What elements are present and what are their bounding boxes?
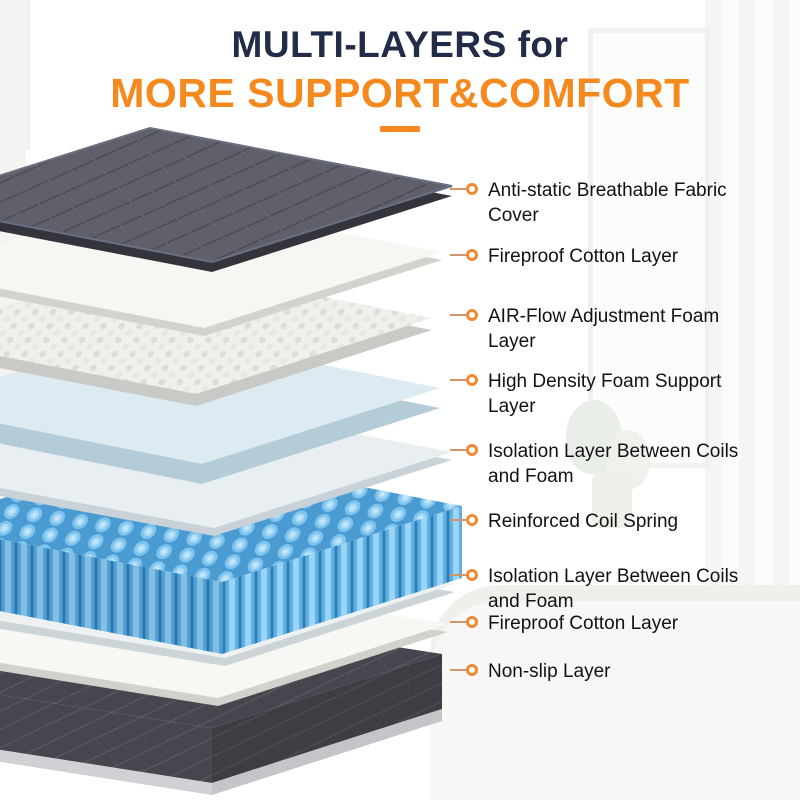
page-subtitle: MORE SUPPORT&COMFORT [110, 70, 690, 116]
callout-coil-spring: Reinforced Coil Spring [466, 509, 758, 534]
callout-fireproof-cotton-bottom: Fireproof Cotton Layer [466, 611, 758, 636]
background-window [588, 28, 710, 468]
background-curtain [705, 0, 800, 640]
background-wall [0, 0, 26, 440]
callout-high-density-foam: High Density Foam Support Layer [466, 369, 758, 419]
callout-label: High Density Foam Support Layer [488, 371, 722, 418]
callout-isolation-bottom: Isolation Layer Between Coils and Foam [466, 564, 758, 614]
callout-label: Reinforced Coil Spring [488, 511, 679, 532]
callout-bullet-icon [466, 569, 478, 581]
callout-label: Isolation Layer Between Coils and Foam [488, 566, 739, 613]
background-plant-pot [592, 472, 632, 528]
callout-label: Fireproof Cotton Layer [488, 246, 679, 267]
callout-fabric-cover: Anti-static Breathable Fabric Cover [466, 178, 758, 228]
callout-non-slip: Non-slip Layer [466, 659, 758, 684]
callout-isolation-top: Isolation Layer Between Coils and Foam [466, 439, 758, 489]
title-underline [380, 126, 420, 132]
callout-label: AIR-Flow Adjustment Foam Layer [488, 306, 720, 353]
background-bed-frame [430, 585, 800, 800]
callout-bullet-icon [466, 514, 478, 526]
callout-bullet-icon [466, 309, 478, 321]
callout-label: Non-slip Layer [488, 661, 611, 682]
callout-bullet-icon [466, 249, 478, 261]
callout-bullet-icon [466, 183, 478, 195]
callout-bullet-icon [466, 616, 478, 628]
page-title: MULTI-LAYERS for [231, 24, 569, 65]
callout-bullet-icon [466, 374, 478, 386]
callout-label: Anti-static Breathable Fabric Cover [488, 180, 727, 227]
callout-label: Fireproof Cotton Layer [488, 613, 679, 634]
callout-fireproof-cotton-top: Fireproof Cotton Layer [466, 244, 758, 269]
callout-bullet-icon [466, 664, 478, 676]
callout-label: Isolation Layer Between Coils and Foam [488, 441, 739, 488]
callout-air-flow-foam: AIR-Flow Adjustment Foam Layer [466, 304, 758, 354]
callout-bullet-icon [466, 444, 478, 456]
